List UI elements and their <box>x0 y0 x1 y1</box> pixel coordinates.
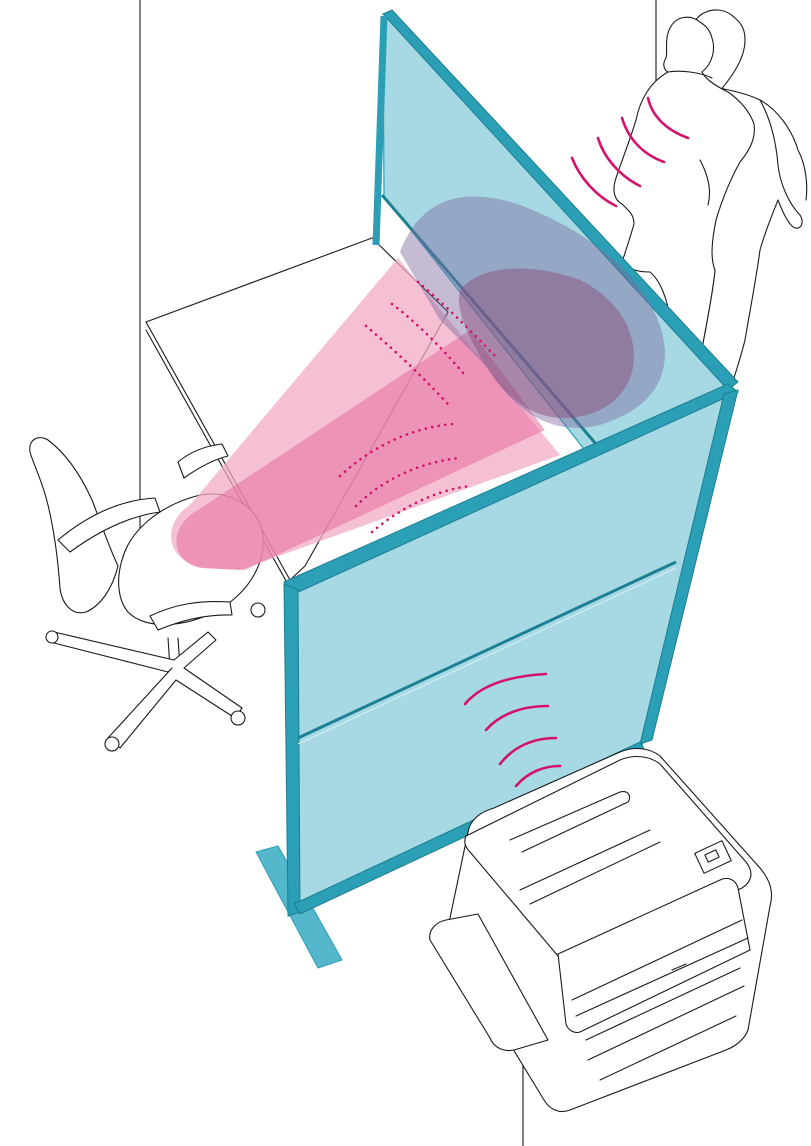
people-wave-1 <box>572 158 616 206</box>
back-panel-frame-left <box>376 16 384 245</box>
chair-base <box>50 632 242 748</box>
